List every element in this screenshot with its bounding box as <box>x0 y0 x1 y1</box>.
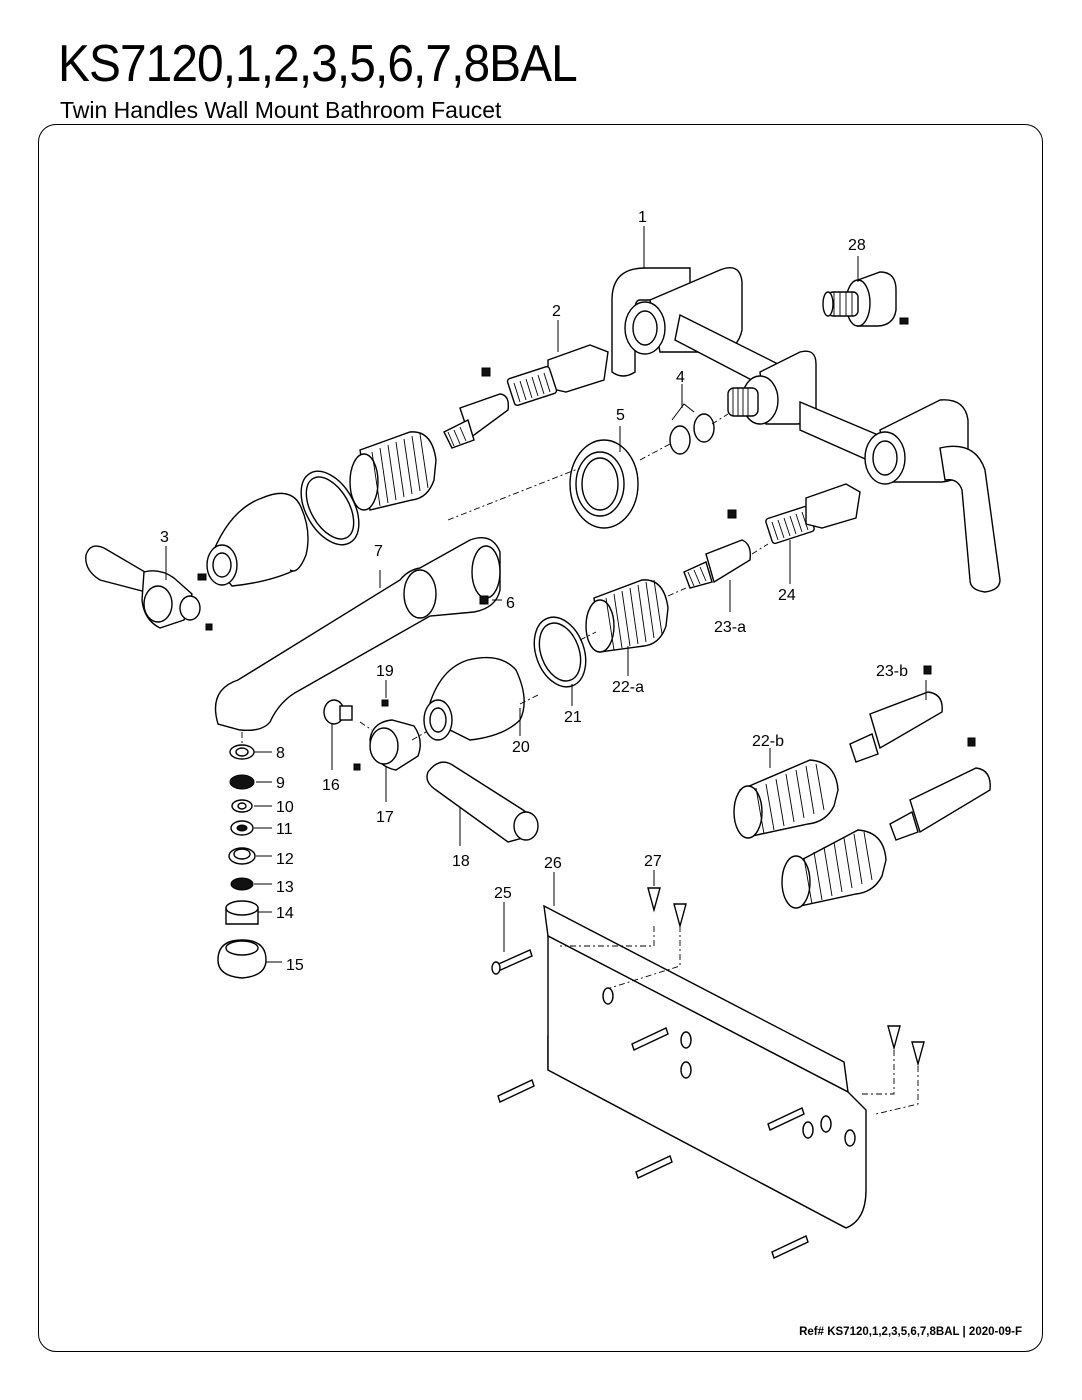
callout-19: 19 <box>376 663 394 680</box>
callout-4: 4 <box>676 369 685 386</box>
callout-1: 1 <box>638 209 647 226</box>
callout-20: 20 <box>512 739 530 756</box>
callout-15: 15 <box>286 957 304 974</box>
callout-labels: 1 28 2 4 5 3 7 6 24 23-a 23-b 19 22-a 21… <box>160 209 908 974</box>
part-22b-23b-alt <box>733 665 991 909</box>
part-1-valve-body <box>611 267 1001 593</box>
part-stem-sleeve-left <box>443 367 510 449</box>
reference-number: Ref# KS7120,1,2,3,5,6,7,8BAL | 2020-09-F <box>799 1326 1022 1338</box>
callout-28: 28 <box>848 237 866 254</box>
page-title: KS7120,1,2,3,5,6,7,8BAL <box>58 35 578 93</box>
diagram-frame <box>38 124 1043 1352</box>
part-4-orings <box>669 403 715 455</box>
callout-11: 11 <box>276 821 293 838</box>
page-subtitle: Twin Handles Wall Mount Bathroom Faucet <box>60 97 502 123</box>
callout-10: 10 <box>276 799 294 816</box>
part-oring-upper <box>300 470 360 546</box>
callout-2: 2 <box>552 303 561 320</box>
part-21-oring <box>533 616 587 688</box>
callout-24: 24 <box>778 587 796 604</box>
part-25-27-screws <box>491 887 925 1259</box>
callout-9: 9 <box>276 775 285 792</box>
callout-25: 25 <box>494 885 512 902</box>
callout-17: 17 <box>376 809 394 826</box>
callout-22a: 22-a <box>612 679 644 696</box>
callout-13: 13 <box>276 879 294 896</box>
part-threaded-sleeve-upper <box>349 431 437 511</box>
callout-16: 16 <box>322 777 340 794</box>
callout-6: 6 <box>506 595 515 612</box>
callout-18: 18 <box>452 853 470 870</box>
callout-12: 12 <box>276 851 294 868</box>
assembly-centerlines <box>241 413 919 1115</box>
callout-14: 14 <box>276 905 294 922</box>
part-5-flange <box>569 439 639 529</box>
aerator-stack <box>217 744 267 979</box>
part-23a-24-stem <box>683 483 861 589</box>
part-26-mounting-bracket <box>543 904 867 1229</box>
part-escutcheon-upper <box>206 492 309 587</box>
callout-23b: 23-b <box>876 663 908 680</box>
callout-8: 8 <box>276 745 285 762</box>
part-3-handle <box>85 545 213 631</box>
callout-23a: 23-a <box>714 619 746 636</box>
part-7-spout <box>214 537 501 732</box>
callout-26: 26 <box>544 855 562 872</box>
part-18-handle <box>426 761 539 843</box>
callout-21: 21 <box>564 709 582 726</box>
callout-7: 7 <box>374 543 383 560</box>
callout-27: 27 <box>644 853 662 870</box>
callout-5: 5 <box>616 407 625 424</box>
part-20-escutcheon <box>423 656 525 741</box>
callout-3: 3 <box>160 529 169 546</box>
part-16-17-handle-base <box>323 699 421 771</box>
part-22a-threaded-sleeve <box>585 579 669 653</box>
part-2-cartridge <box>506 344 609 407</box>
leader-lines <box>165 226 927 963</box>
part-28-adapter <box>822 271 909 327</box>
callout-22b: 22-b <box>752 733 784 750</box>
